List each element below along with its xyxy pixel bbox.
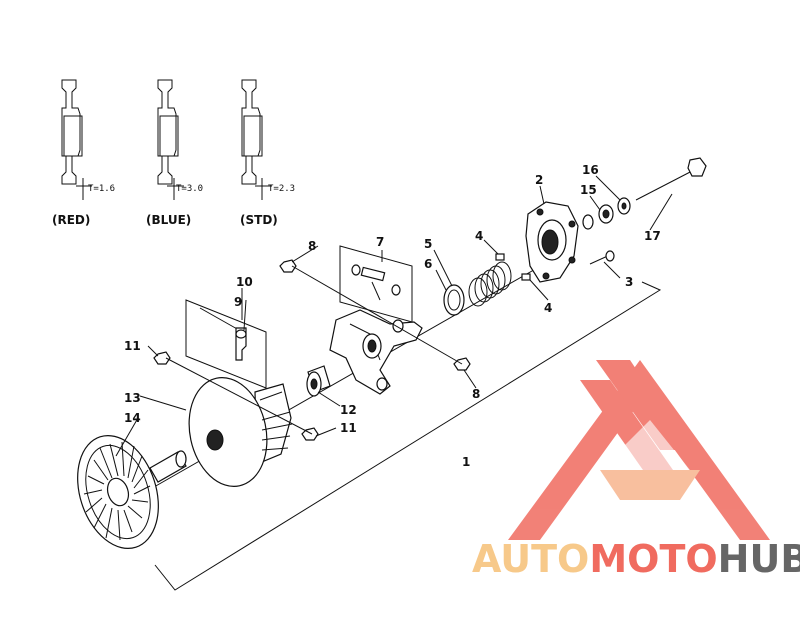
assembly-bracket [154,281,662,591]
callout-8-upper: 8 [308,239,316,253]
callout-7: 7 [376,235,384,249]
callout-12: 12 [340,403,357,417]
spider [329,309,423,395]
weight-blue-thickness: T=3.0 [176,184,203,194]
weight-red: T=1.6 (RED) [52,79,115,227]
part-5-spring [468,261,512,307]
weight-std: T=2.3 (STD) [240,79,295,227]
part-4-pin-upper [495,253,505,261]
part-16-washer [617,197,631,215]
callout-6: 6 [424,257,432,271]
callout-1: 1 [462,455,470,469]
weight-blue-label: (BLUE) [146,213,191,227]
callout-2: 2 [535,173,543,187]
watermark-auto: AUTOMOTOHUB [472,537,800,581]
callout-17: 17 [644,229,661,243]
callout-14: 14 [124,411,141,425]
bolt-line-11 [165,357,313,435]
part-11-nut-upper [153,351,171,365]
callout-8-lower: 8 [472,387,480,401]
part-15-washer [598,204,614,224]
part-15-lockwasher [582,214,594,230]
weight-std-thickness: T=2.3 [268,184,295,194]
part-10-pin-box [185,299,267,389]
part-2-cover [525,201,579,283]
part-14-fixed-sheave [77,435,187,549]
weight-std-label: (STD) [240,213,278,227]
part-3-screw [589,250,615,265]
callout-16: 16 [582,163,599,177]
callout-11-lower: 11 [340,421,357,435]
callout-5: 5 [424,237,432,251]
part-8-nut-upper [279,259,297,273]
bolt-line-8 [291,265,463,365]
callout-4-lower: 4 [544,301,552,315]
weight-red-thickness: T=1.6 [88,184,115,194]
callout-4-upper: 4 [475,229,483,243]
part-7-roller-box [339,245,413,323]
part-17-bolt [635,157,707,201]
callout-15: 15 [580,183,597,197]
part-4-pin-lower [521,273,531,281]
weight-blue: T=3.0 (BLUE) [146,79,203,227]
callout-9: 9 [234,295,242,309]
callout-13: 13 [124,391,141,405]
callout-11-upper: 11 [124,339,141,353]
part-13-movable-sheave [188,377,293,487]
weight-red-label: (RED) [52,213,90,227]
callout-10: 10 [236,275,253,289]
watermark-logo [508,360,770,540]
part-12-bushing [306,365,331,397]
part-6-ring [443,284,465,316]
callout-3: 3 [625,275,633,289]
leader-lines [115,175,673,457]
